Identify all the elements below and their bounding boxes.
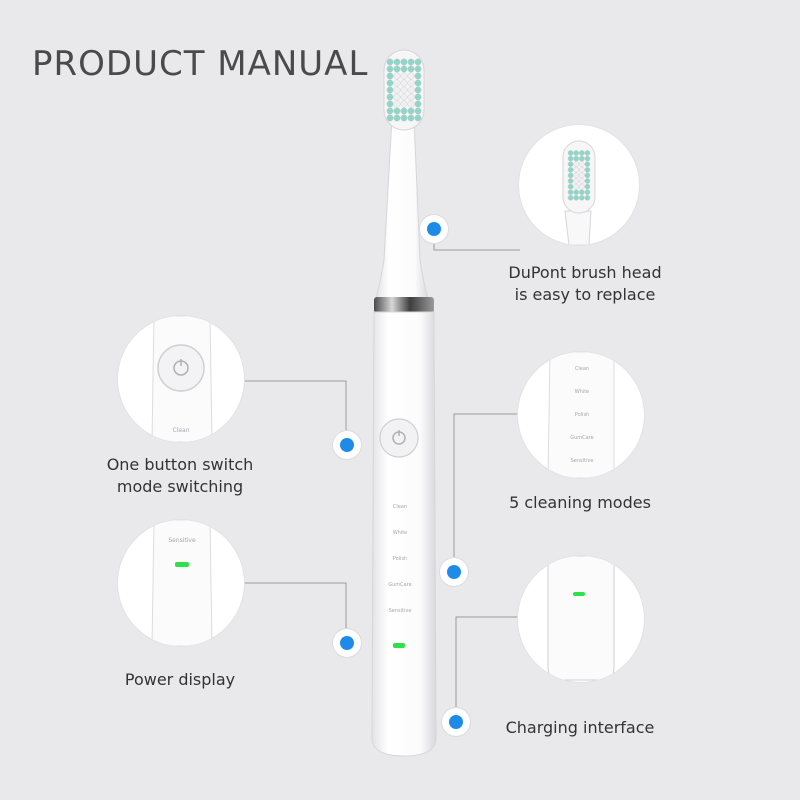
button-marker[interactable]	[333, 431, 361, 459]
brush-head-marker[interactable]	[420, 215, 448, 243]
mode-label: Sensitive	[571, 458, 594, 464]
button-label-line2: mode switching	[116, 477, 244, 496]
mode-label: GumCare	[570, 435, 594, 441]
brush-head-label-line1: DuPont brush head	[508, 263, 662, 282]
button-inset: Clean	[118, 316, 244, 442]
power-marker[interactable]	[333, 629, 361, 657]
page-title: PRODUCT MANUAL	[32, 44, 369, 84]
mode-label: White	[575, 389, 590, 395]
modes-label: 5 cleaning modes	[480, 492, 680, 514]
power-label: Power display	[80, 669, 280, 691]
mode-label: White	[393, 530, 408, 536]
brush-head-label-line2: is easy to replace	[514, 285, 656, 304]
mode-label: GumCare	[388, 582, 412, 588]
button-label-line1: One button switch	[106, 455, 254, 474]
charging-marker[interactable]	[442, 708, 470, 736]
brush-head-inset	[519, 125, 639, 245]
svg-text:Sensitive: Sensitive	[168, 537, 196, 544]
mode-label: Clean	[575, 366, 589, 372]
modes-marker[interactable]	[440, 558, 468, 586]
mode-label: Clean	[393, 504, 407, 510]
power-label-line1: Power display	[124, 670, 236, 689]
charging-label: Charging interface	[480, 717, 680, 739]
power-inset: Sensitive	[118, 520, 244, 646]
button-label: One button switch mode switching	[80, 454, 280, 498]
mode-label: Polish	[575, 412, 589, 418]
mode-label: Polish	[393, 556, 407, 562]
modes-label-line1: 5 cleaning modes	[509, 493, 651, 512]
charging-label-line1: Charging interface	[505, 718, 655, 737]
svg-text:Clean: Clean	[172, 427, 189, 434]
brush-head-label: DuPont brush head is easy to replace	[480, 262, 690, 306]
mode-label: Sensitive	[389, 608, 412, 614]
charging-inset	[518, 556, 644, 682]
